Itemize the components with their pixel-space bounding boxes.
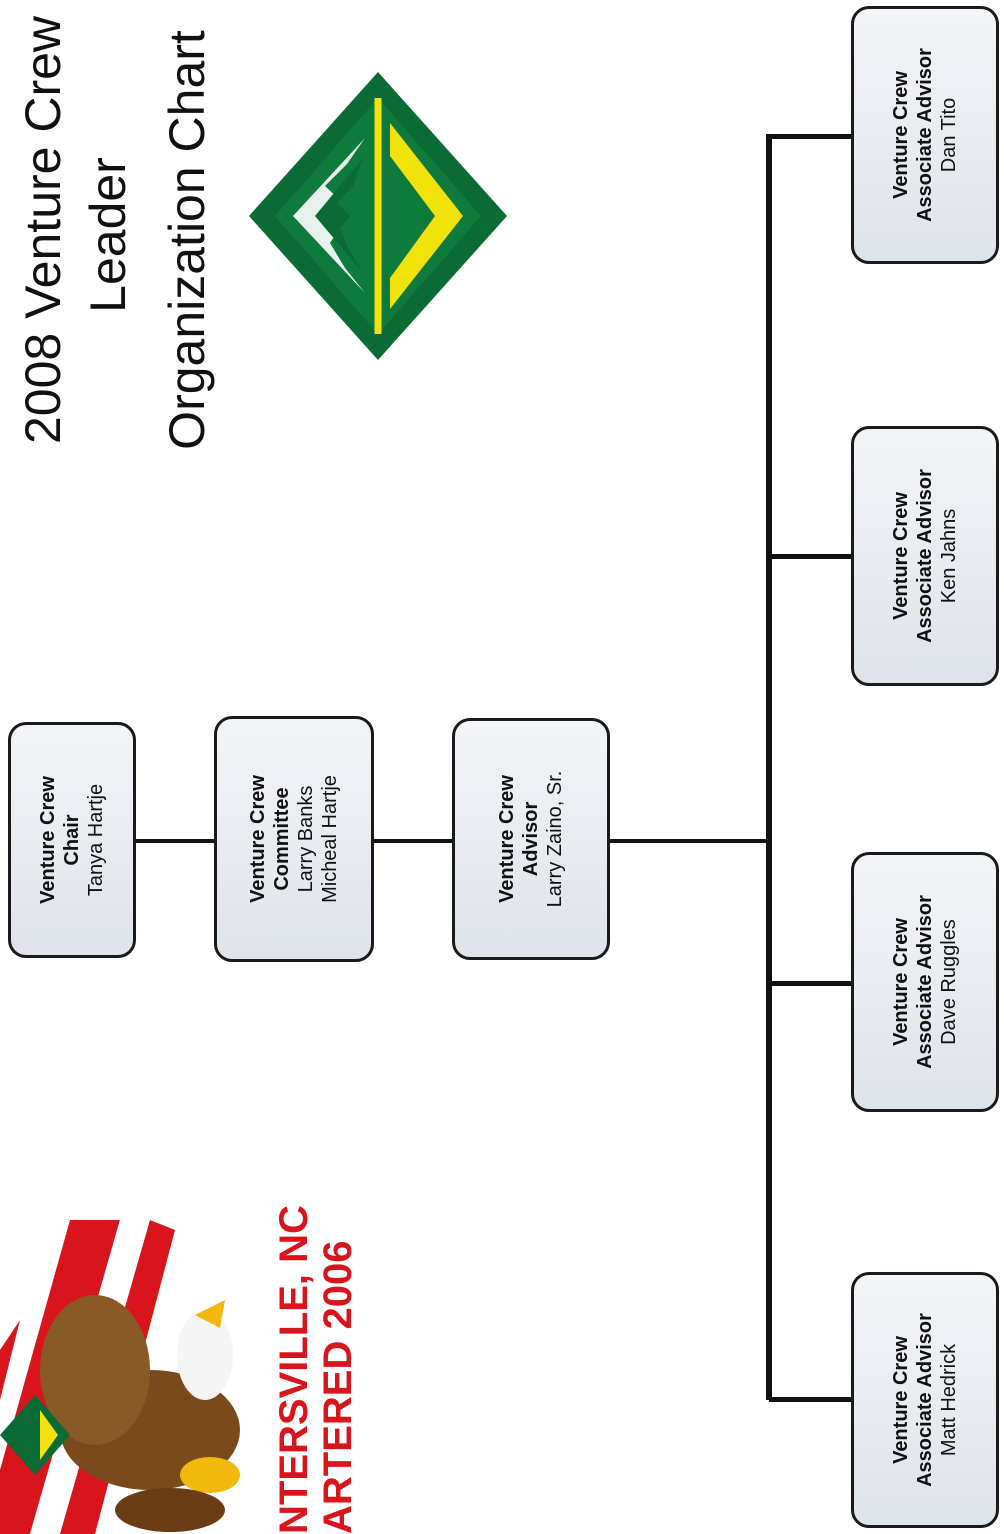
node-role-line: Venture Crew [496,775,518,903]
banner-location: NTERSVILLE, NC [272,1205,316,1534]
node-role-line: Venture Crew [37,776,59,904]
node-associate-advisor-3: Venture Crew Associate Advisor Dave Rugg… [851,852,999,1112]
connector-assoc-4 [769,1397,853,1402]
node-member-name: Micheal Hartje [319,775,341,903]
node-member-name: Larry Zaino, Sr. [544,770,566,908]
node-role-line: Chair [61,814,83,866]
node-role-line: Associate Advisor [914,1313,936,1487]
node-member-name: Dan Tito [938,97,960,173]
connector-assoc-1 [769,134,853,139]
node-role-line: Associate Advisor [914,48,936,222]
org-spine [766,134,772,1400]
chart-title-line-1: 2008 Venture Crew [15,15,71,445]
node-member-name: Tanya Hartje [85,783,107,897]
node-member-name: Matt Hedrick [938,1343,960,1457]
node-role-line: Committee [271,787,293,891]
node-crew-committee: Venture Crew Committee Larry Banks Miche… [214,716,374,962]
chart-title-line-2: Leader [80,157,136,313]
node-associate-advisor-1: Venture Crew Associate Advisor Dan Tito [851,6,999,264]
banner-chartered: ARTERED 2006 [316,1240,360,1534]
connector-committee-advisor [371,839,455,843]
node-role-line: Venture Crew [890,918,912,1046]
connector-advisor-spine [608,839,768,843]
node-crew-chair: Venture Crew Chair Tanya Hartje [8,722,136,958]
node-role-line: Associate Advisor [914,895,936,1069]
eagle-flag-icon [0,1220,240,1534]
node-member-name: Ken Jahns [938,508,960,604]
connector-chair-committee [133,839,217,843]
node-role-line: Venture Crew [890,71,912,199]
node-member-name: Larry Banks [295,785,317,893]
node-role-line: Venture Crew [247,775,269,903]
node-role-line: Associate Advisor [914,469,936,643]
venturing-logo-icon [249,72,507,360]
chart-title-line-3: Organization Chart [159,30,215,450]
node-associate-advisor-4: Venture Crew Associate Advisor Matt Hedr… [851,1272,999,1528]
node-role-line: Advisor [520,801,542,877]
node-member-name: Dave Ruggles [938,919,960,1045]
connector-assoc-3 [769,981,853,986]
node-crew-advisor: Venture Crew Advisor Larry Zaino, Sr. [452,718,610,960]
node-associate-advisor-2: Venture Crew Associate Advisor Ken Jahns [851,426,999,686]
node-role-line: Venture Crew [890,492,912,620]
connector-assoc-2 [769,554,853,559]
node-role-line: Venture Crew [890,1336,912,1464]
